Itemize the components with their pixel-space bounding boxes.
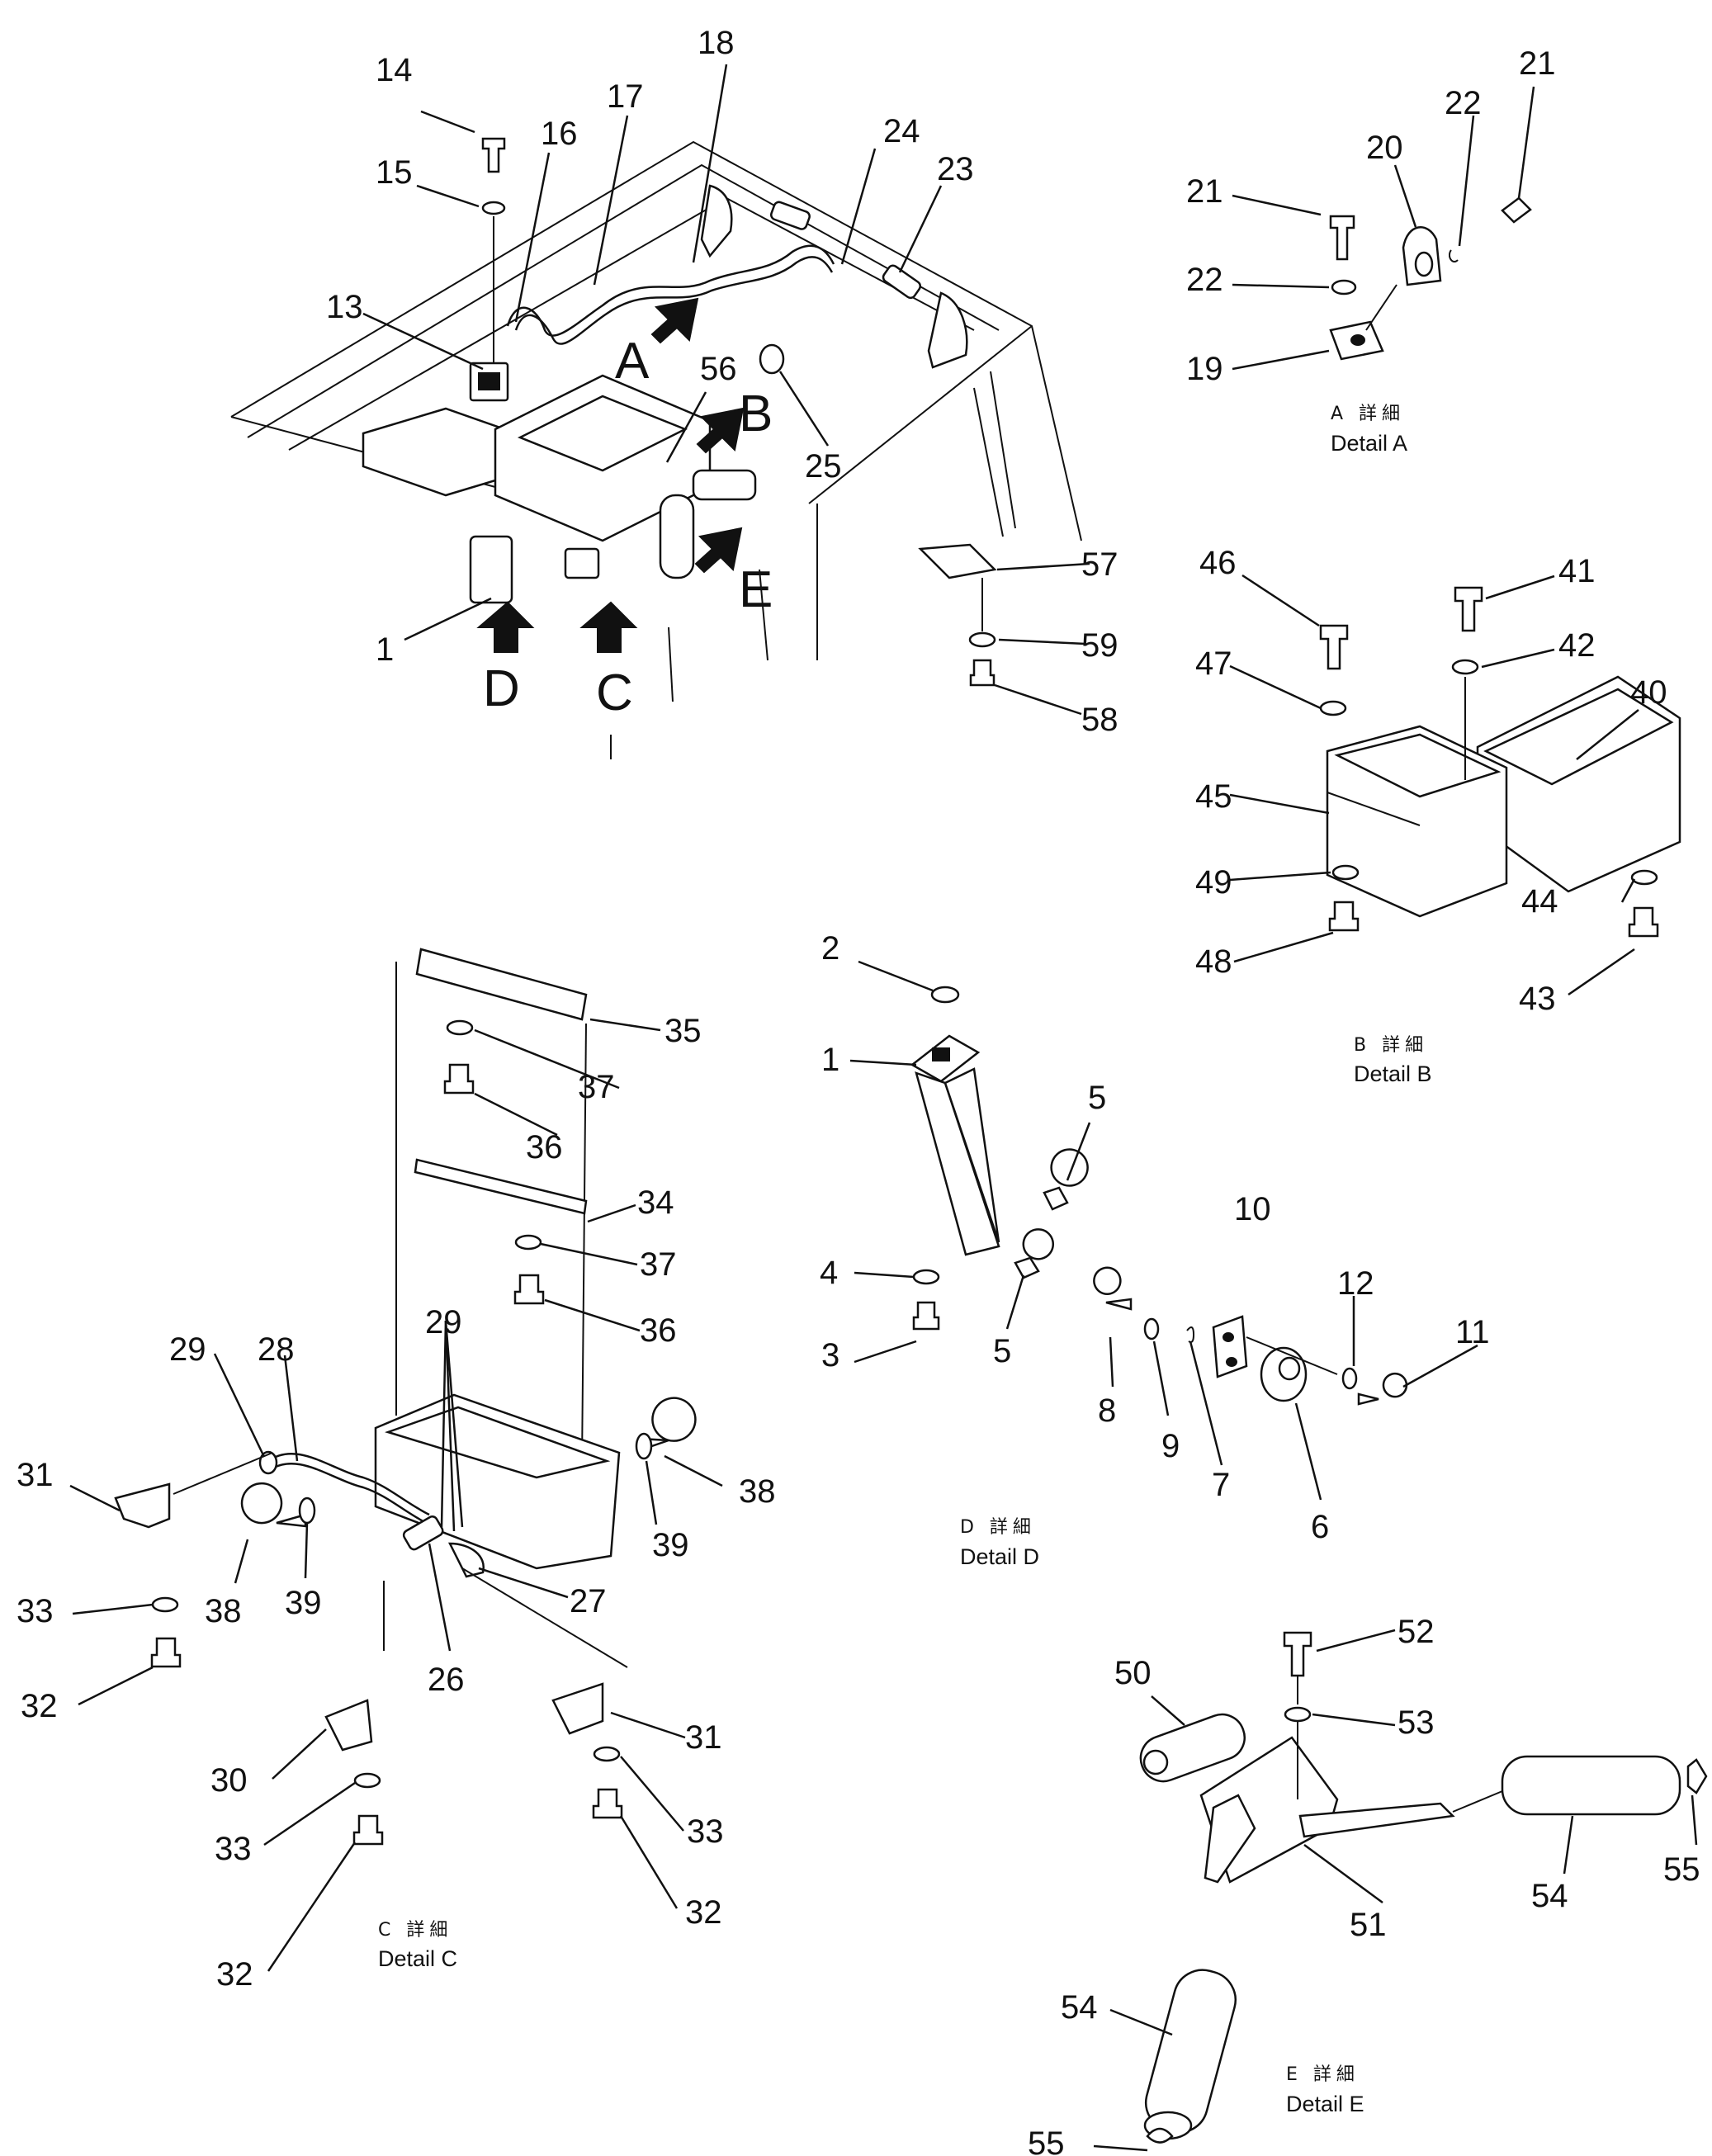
- detail-c-caption-jp: C 詳細: [378, 1920, 452, 1941]
- callout-4: 4: [820, 1255, 838, 1291]
- detail-d-caption: Detail D: [960, 1544, 1039, 1569]
- callout-57: 57: [1081, 546, 1118, 583]
- callout-3: 3: [821, 1337, 839, 1374]
- callout-27: 27: [570, 1583, 607, 1619]
- callout-42: 42: [1558, 627, 1596, 664]
- callout-5-lower: 5: [993, 1333, 1011, 1369]
- callout-25: 25: [805, 448, 842, 485]
- callout-46: 46: [1199, 545, 1237, 581]
- callout-5-upper: 5: [1088, 1080, 1106, 1116]
- detail-e: 52 50 53 54 55 51 54 55 E 詳細 Detail E: [1028, 1614, 1708, 2156]
- callout-56: 56: [700, 351, 737, 387]
- detail-a-caption: Detail A: [1331, 431, 1407, 456]
- arrow-label-c: C: [596, 664, 633, 721]
- callout-43: 43: [1519, 981, 1556, 1017]
- callout-34: 34: [637, 1184, 674, 1221]
- callout-24: 24: [883, 113, 920, 149]
- callout-33-right: 33: [687, 1813, 724, 1850]
- callout-9: 9: [1161, 1428, 1180, 1464]
- callout-29-top: 29: [425, 1304, 462, 1340]
- callout-21-left: 21: [1186, 173, 1223, 210]
- callout-30: 30: [210, 1762, 248, 1799]
- callout-39-right: 39: [652, 1527, 689, 1563]
- callout-23: 23: [937, 151, 974, 187]
- detail-e-caption: Detail E: [1286, 2092, 1364, 2116]
- arrow-label-b: B: [739, 385, 773, 442]
- callout-8: 8: [1098, 1392, 1116, 1429]
- callout-16: 16: [541, 116, 578, 152]
- detail-d: 2 1 5 4 3 5 8 9 7 10 6 12 11 D 詳細 Detail…: [820, 930, 1490, 1569]
- callout-14: 14: [376, 52, 413, 88]
- callout-1: 1: [376, 631, 394, 668]
- detail-c-caption: Detail C: [378, 1946, 457, 1971]
- callout-50: 50: [1114, 1655, 1152, 1691]
- callout-55-right: 55: [1663, 1851, 1700, 1888]
- callout-26: 26: [428, 1662, 465, 1698]
- callout-55-bottom: 55: [1028, 2125, 1065, 2156]
- callout-7: 7: [1212, 1467, 1230, 1503]
- callout-58: 58: [1081, 702, 1118, 738]
- callout-47: 47: [1195, 645, 1232, 682]
- detail-a-caption-jp: A 詳細: [1331, 404, 1405, 424]
- arrow-label-e: E: [739, 561, 773, 618]
- callout-59: 59: [1081, 627, 1118, 664]
- detail-b-caption-jp: B 詳細: [1354, 1035, 1428, 1056]
- callout-38-right: 38: [739, 1473, 776, 1510]
- detail-d-caption-jp: D 詳細: [960, 1517, 1036, 1538]
- callout-39-left: 39: [285, 1585, 322, 1621]
- callout-2: 2: [821, 930, 839, 967]
- callout-29-left: 29: [169, 1331, 206, 1368]
- callout-11: 11: [1455, 1314, 1490, 1350]
- callout-48: 48: [1195, 943, 1232, 980]
- callout-37-lower: 37: [640, 1246, 677, 1283]
- detail-c: 35 37 36 34 37 36 29 29 28 31 38 39 27 3…: [17, 948, 776, 1993]
- callout-18: 18: [698, 25, 735, 61]
- callout-53: 53: [1398, 1704, 1435, 1741]
- detail-b: 46 41 42 47 40 45 49 44 48 43 B 詳細 Detai…: [1195, 545, 1681, 1086]
- detail-b-caption: Detail B: [1354, 1061, 1432, 1086]
- callout-32-mid: 32: [216, 1956, 253, 1993]
- callout-36-lower: 36: [640, 1312, 677, 1349]
- arrow-label-a: A: [615, 333, 650, 390]
- detail-a: 21 22 20 21 22 19 A 詳細 Detail A: [1186, 45, 1556, 456]
- callout-33-left: 33: [17, 1593, 54, 1629]
- callout-41: 41: [1558, 553, 1596, 589]
- arrow-label-d: D: [483, 660, 520, 717]
- callout-35: 35: [664, 1013, 702, 1049]
- callout-45: 45: [1195, 778, 1232, 815]
- callout-13: 13: [326, 289, 363, 325]
- callout-52: 52: [1398, 1614, 1435, 1650]
- callout-37-upper: 37: [578, 1069, 615, 1105]
- callout-21-right: 21: [1519, 45, 1556, 82]
- callout-44: 44: [1521, 883, 1558, 920]
- callout-19: 19: [1186, 351, 1223, 387]
- callout-51: 51: [1350, 1907, 1387, 1943]
- callout-38-left: 38: [205, 1593, 242, 1629]
- callout-22-right: 22: [1445, 85, 1482, 121]
- callout-32-left: 32: [21, 1688, 58, 1724]
- callout-10: 10: [1234, 1191, 1271, 1227]
- main-assembly: A B E C D 14 15 16 17 18 24 23 13 56 25: [230, 25, 1118, 759]
- callout-6: 6: [1311, 1509, 1329, 1545]
- detail-e-caption-jp: E 詳細: [1286, 2064, 1360, 2085]
- callout-17: 17: [607, 78, 644, 115]
- callout-15: 15: [376, 154, 413, 191]
- callout-28: 28: [258, 1331, 295, 1368]
- callout-22-left: 22: [1186, 262, 1223, 298]
- callout-1-detail-d: 1: [821, 1042, 839, 1078]
- callout-54-right: 54: [1531, 1878, 1568, 1914]
- callout-31-right: 31: [685, 1719, 722, 1756]
- callout-32-right: 32: [685, 1894, 722, 1931]
- callout-54-bottom: 54: [1061, 1989, 1098, 2026]
- callout-31-left: 31: [17, 1457, 54, 1493]
- callout-40: 40: [1630, 674, 1667, 711]
- callout-36-upper: 36: [526, 1129, 563, 1165]
- callout-33-mid: 33: [215, 1831, 252, 1867]
- callout-20: 20: [1366, 130, 1403, 166]
- callout-12: 12: [1337, 1265, 1374, 1302]
- callout-49: 49: [1195, 864, 1232, 901]
